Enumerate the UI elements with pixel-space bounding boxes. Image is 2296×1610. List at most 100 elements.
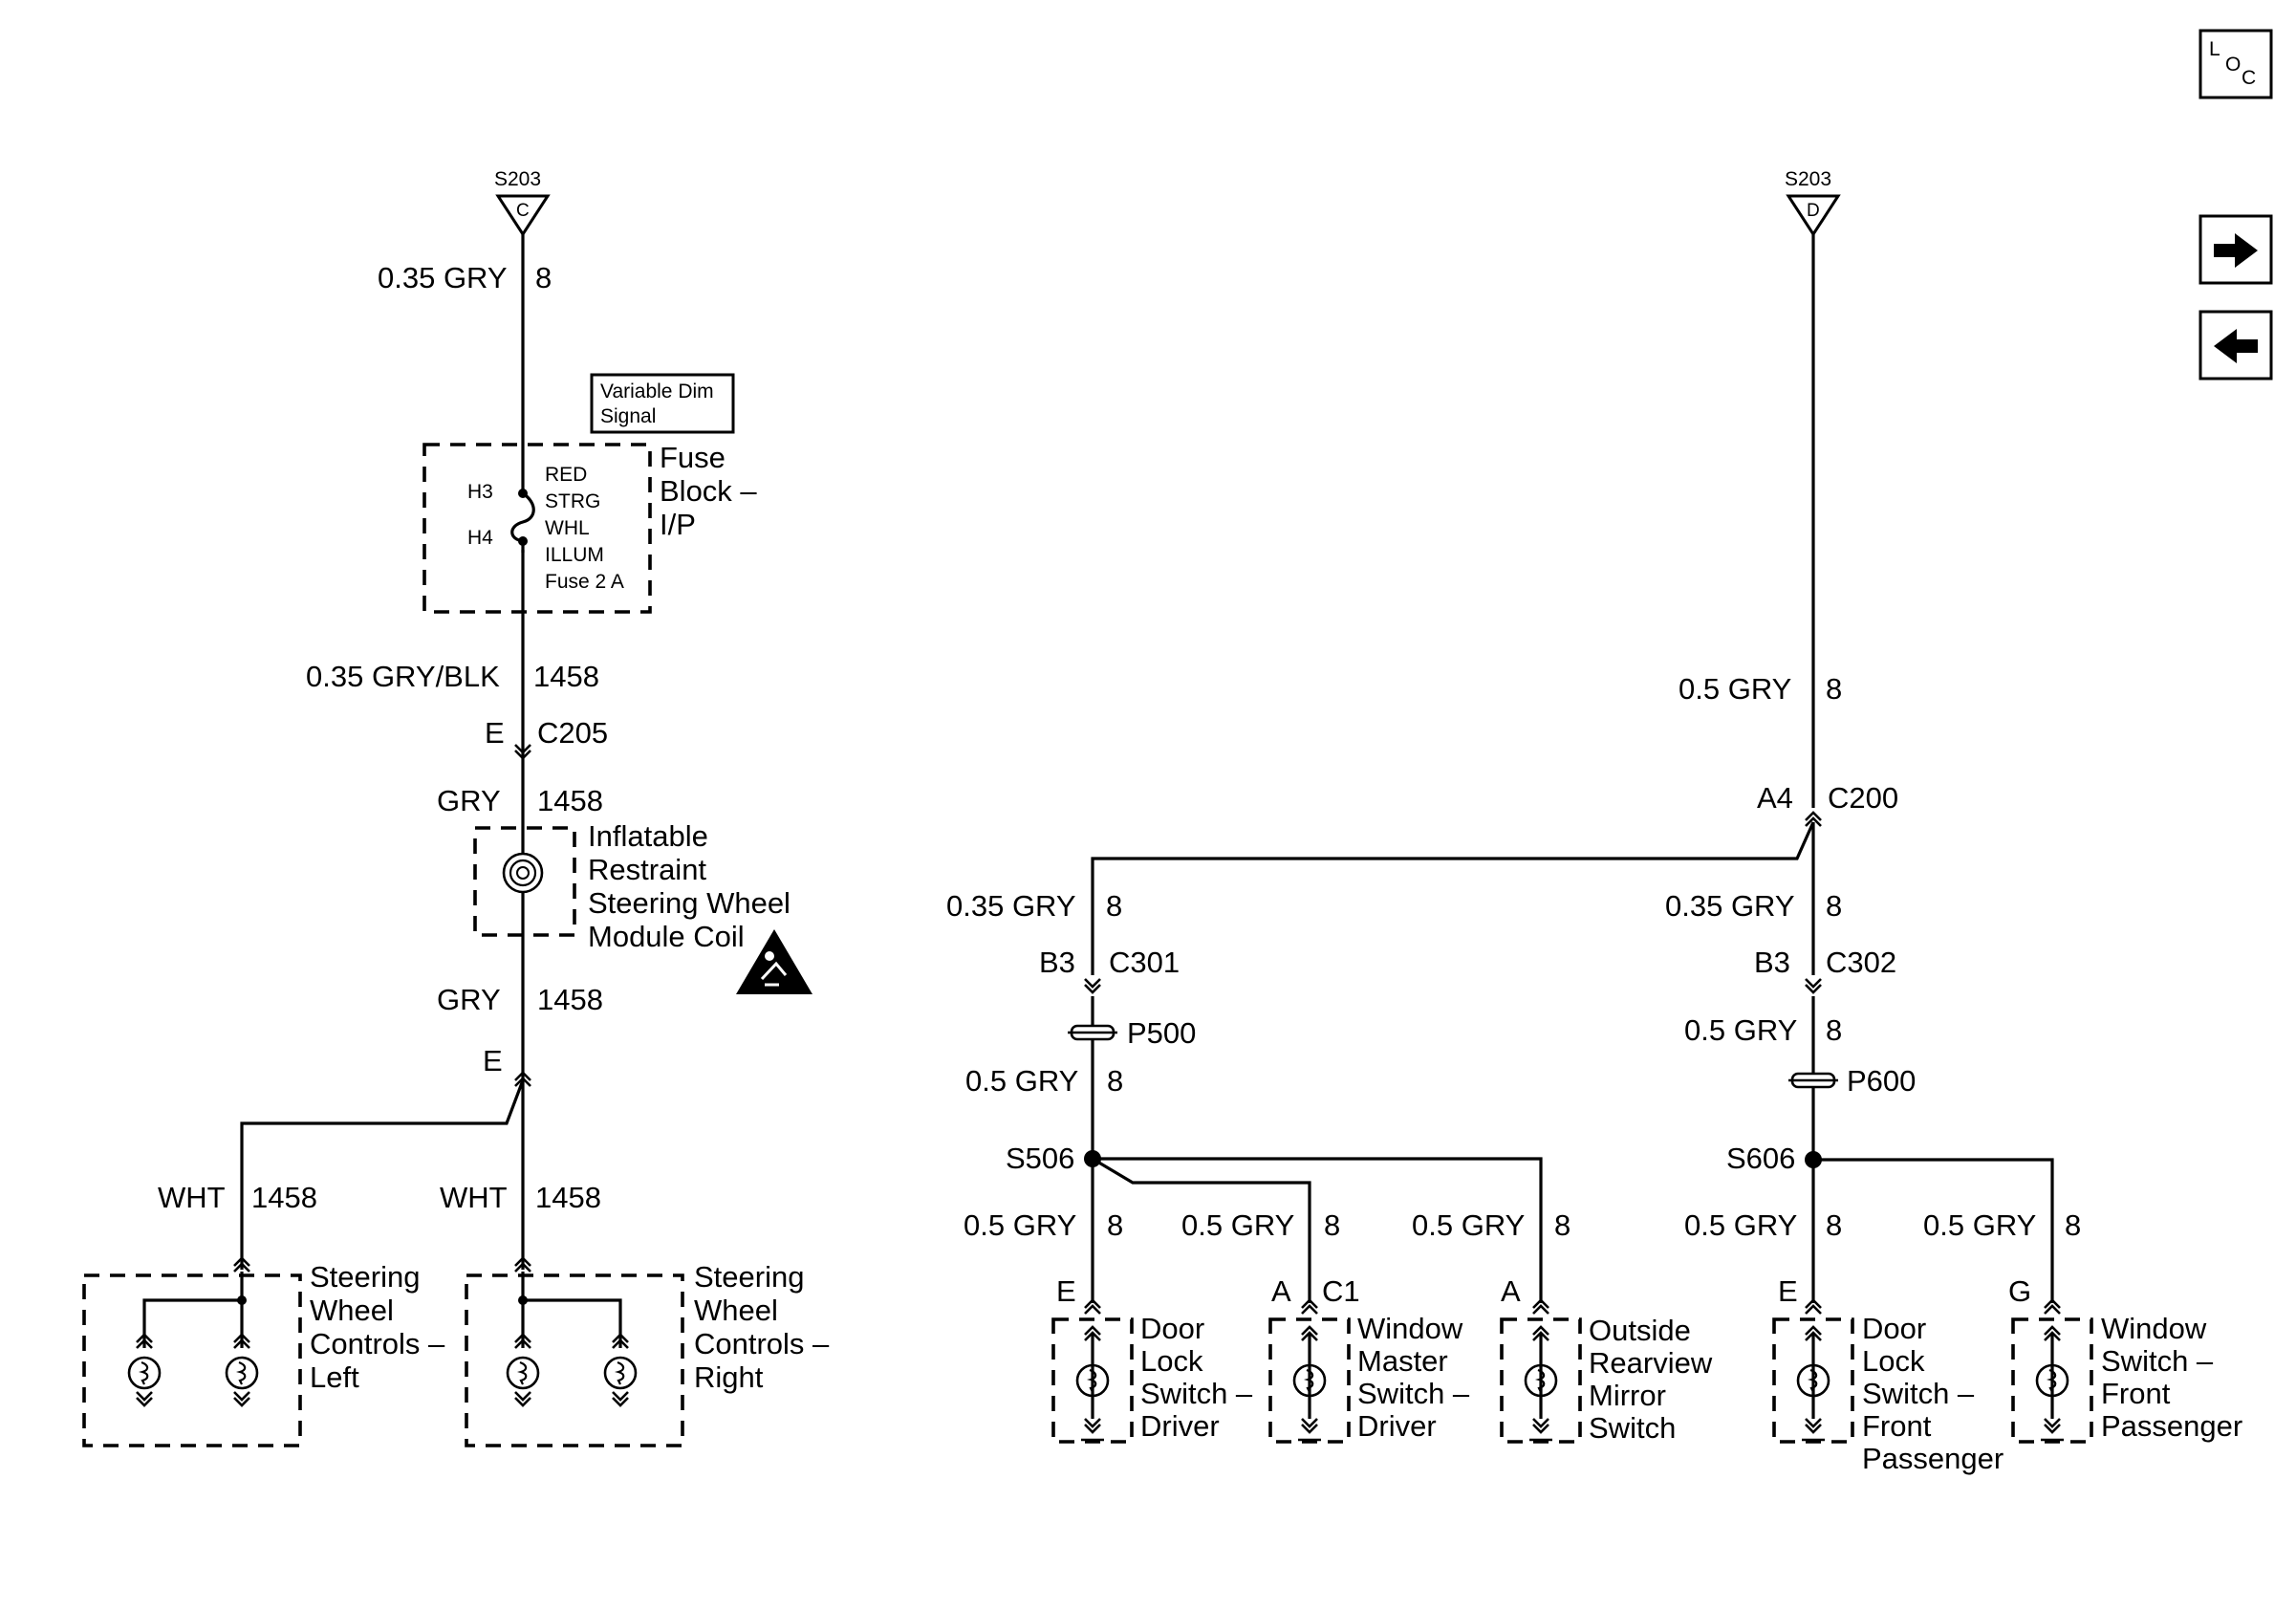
s506-label: S506 bbox=[1006, 1142, 1074, 1175]
s606-label: S606 bbox=[1726, 1142, 1795, 1175]
connector-c302-icon bbox=[1804, 977, 1823, 994]
dls-pass-pin: E bbox=[1778, 1274, 1798, 1308]
c205-pin: E bbox=[485, 716, 505, 750]
swc-right-label-2: Wheel bbox=[694, 1294, 778, 1327]
wms-label-2: Master bbox=[1357, 1344, 1448, 1378]
dls-driver-pin: E bbox=[1056, 1274, 1076, 1308]
door-lock-switch-front-passenger: E Door Lock Switch – Front Passenger bbox=[1772, 1274, 2004, 1475]
lamp-icon bbox=[603, 1356, 638, 1390]
ws-pass-label-4: Passenger bbox=[2101, 1409, 2242, 1443]
dls-pass-label-5: Passenger bbox=[1862, 1442, 2004, 1475]
swc-right-label-3: Controls – bbox=[694, 1327, 830, 1360]
wire-circuit-fuse-out: 1458 bbox=[533, 660, 599, 693]
branch-right-gauge: WHT bbox=[440, 1181, 508, 1214]
splice-s203-id: S203 bbox=[494, 168, 541, 190]
next-page-button[interactable] bbox=[2199, 214, 2273, 285]
dls-driver-label-2: Lock bbox=[1140, 1344, 1203, 1378]
lamp-icon bbox=[506, 1356, 540, 1390]
loc-l: L bbox=[2209, 38, 2220, 60]
c302-pin: B3 bbox=[1754, 946, 1790, 979]
branch-left-gauge: WHT bbox=[158, 1181, 226, 1214]
fuse-block-title-3: I/P bbox=[660, 508, 696, 541]
window-master-switch-driver: A C1 Window Master Switch – Driver bbox=[1268, 1274, 1470, 1444]
coil-title-2: Restraint bbox=[588, 853, 706, 886]
note-line-2: Signal bbox=[600, 405, 656, 427]
swc-left-label-2: Wheel bbox=[310, 1294, 394, 1327]
swc-left-label-3: Controls – bbox=[310, 1327, 445, 1360]
fuse-line-3: WHL bbox=[545, 517, 590, 539]
dls-pass-label-4: Front bbox=[1862, 1409, 1932, 1443]
coil-title-3: Steering Wheel bbox=[588, 886, 791, 920]
right-circuit: S203 D 0.5 GRY 8 A4 C200 0.35 GRY 8 B3 C… bbox=[946, 168, 2242, 1475]
wire-gauge-fuse-out: 0.35 GRY/BLK bbox=[306, 660, 500, 693]
wms-pin: A bbox=[1271, 1274, 1291, 1308]
locator-button[interactable]: L O C bbox=[2199, 29, 2273, 99]
coil-out-pin: E bbox=[483, 1044, 503, 1077]
airbag-warning-icon bbox=[736, 929, 812, 994]
pass-out-2-circuit: 8 bbox=[2065, 1208, 2081, 1242]
left-arrow-icon bbox=[2214, 329, 2258, 363]
p500-label: P500 bbox=[1127, 1016, 1196, 1050]
driver-wire-b-gauge: 0.5 GRY bbox=[965, 1064, 1078, 1098]
wms-label-4: Driver bbox=[1357, 1409, 1437, 1443]
swc-left-label-1: Steering bbox=[310, 1260, 420, 1294]
door-lock-switch-driver: E Door Lock Switch – Driver bbox=[1051, 1274, 1253, 1444]
driver-out-3-circuit: 8 bbox=[1554, 1208, 1570, 1242]
splice-s203-d-id: S203 bbox=[1785, 168, 1831, 190]
ws-pass-label-1: Window bbox=[2101, 1312, 2207, 1345]
passthru-p600-icon bbox=[1787, 1072, 1840, 1089]
pass-out-1-gauge: 0.5 GRY bbox=[1684, 1208, 1797, 1242]
dls-pass-label-2: Lock bbox=[1862, 1344, 1925, 1378]
driver-wire-a-circuit: 8 bbox=[1106, 889, 1122, 923]
splice-s203-pin: C bbox=[516, 201, 530, 221]
lamp-icon bbox=[225, 1356, 259, 1390]
connector-c301-icon bbox=[1083, 977, 1102, 994]
loc-o: O bbox=[2225, 54, 2241, 76]
outside-rearview-mirror-switch: A Outside Rearview Mirror Switch bbox=[1500, 1274, 1713, 1445]
passthru-p500-icon bbox=[1066, 1024, 1119, 1041]
fuse-pin-out-label: H4 bbox=[467, 527, 493, 549]
pass-wire-a-gauge: 0.35 GRY bbox=[1665, 889, 1795, 923]
driver-out-2-circuit: 8 bbox=[1324, 1208, 1340, 1242]
fuse-line-5: Fuse 2 A bbox=[545, 571, 624, 593]
wms-conn: C1 bbox=[1322, 1274, 1360, 1308]
wire-circuit-coil-in: 1458 bbox=[537, 784, 603, 817]
wms-label-1: Window bbox=[1357, 1312, 1463, 1345]
pass-wire-b-circuit: 8 bbox=[1826, 1013, 1842, 1047]
swc-right-label-4: Right bbox=[694, 1360, 764, 1394]
fuse-block-title-2: Block – bbox=[660, 474, 757, 508]
steering-wheel-controls-right: Steering Wheel Controls – Right bbox=[465, 1256, 830, 1447]
dls-pass-label-3: Switch – bbox=[1862, 1377, 1975, 1410]
p600-label: P600 bbox=[1847, 1064, 1916, 1098]
c200-pin: A4 bbox=[1757, 781, 1793, 815]
dls-pass-label-1: Door bbox=[1862, 1312, 1926, 1345]
right-wire-top-circuit: 8 bbox=[1826, 672, 1842, 706]
pass-out-1-circuit: 8 bbox=[1826, 1208, 1842, 1242]
locator-frame bbox=[2199, 29, 2273, 99]
coil-title-1: Inflatable bbox=[588, 819, 708, 853]
left-circuit: S203 C 0.35 GRY 8 Variable Dim Signal H3… bbox=[82, 168, 830, 1447]
mirror-label-4: Switch bbox=[1589, 1411, 1676, 1445]
fuse-block-outline bbox=[422, 443, 652, 614]
prev-page-button[interactable] bbox=[2199, 310, 2273, 381]
c301-id: C301 bbox=[1109, 946, 1180, 979]
mirror-label-1: Outside bbox=[1589, 1314, 1691, 1347]
lamp-icon bbox=[127, 1356, 162, 1390]
driver-out-2-gauge: 0.5 GRY bbox=[1181, 1208, 1294, 1242]
driver-wire-a-gauge: 0.35 GRY bbox=[946, 889, 1076, 923]
fuse-block-title-1: Fuse bbox=[660, 441, 726, 474]
steering-wheel-controls-left: Steering Wheel Controls – Left bbox=[82, 1256, 445, 1447]
variable-dim-note bbox=[590, 373, 735, 434]
driver-out-3-gauge: 0.5 GRY bbox=[1412, 1208, 1525, 1242]
note-line-1: Variable Dim bbox=[600, 381, 714, 402]
pass-out-2-gauge: 0.5 GRY bbox=[1923, 1208, 2036, 1242]
ws-pass-label-3: Front bbox=[2101, 1377, 2171, 1410]
mirror-label-3: Mirror bbox=[1589, 1379, 1666, 1412]
wire-gauge-coil-out: GRY bbox=[437, 983, 501, 1016]
wire-gauge-top: 0.35 GRY bbox=[378, 261, 508, 294]
right-arrow-icon bbox=[2214, 233, 2258, 268]
fuse-line-1: RED bbox=[545, 464, 587, 486]
dls-driver-label-1: Door bbox=[1140, 1312, 1204, 1345]
wire-circuit-coil-out: 1458 bbox=[537, 983, 603, 1016]
driver-out-1-gauge: 0.5 GRY bbox=[964, 1208, 1076, 1242]
